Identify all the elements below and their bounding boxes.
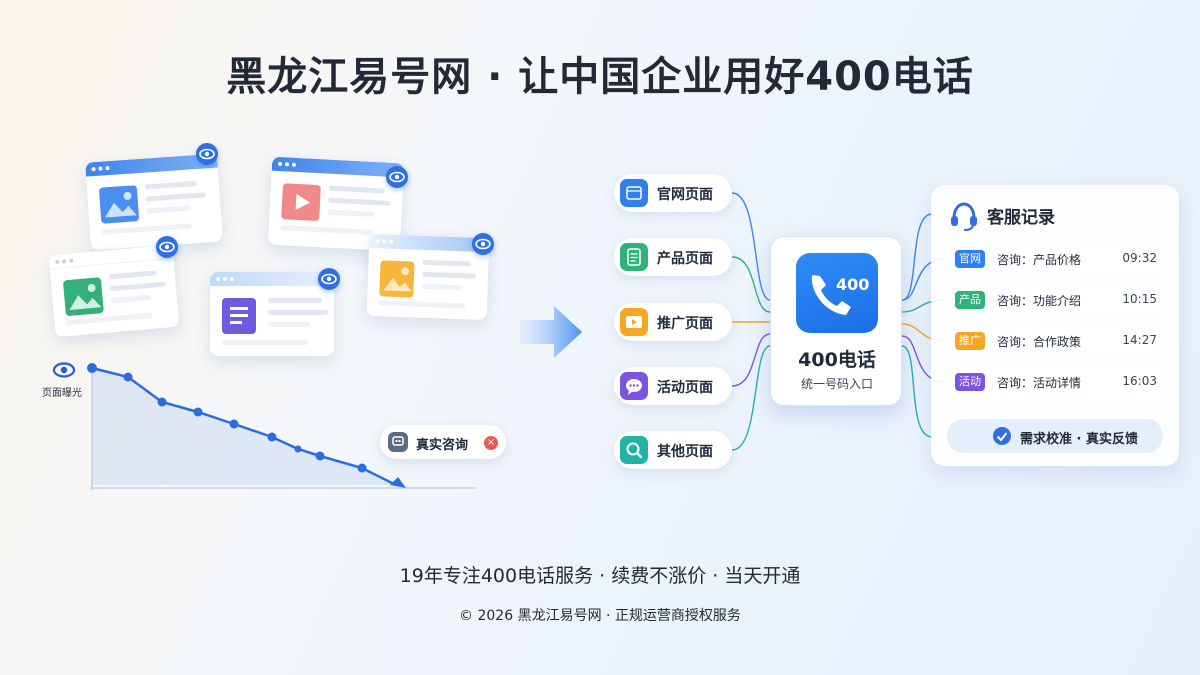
trend-line (91, 366, 397, 487)
trend-point (87, 363, 97, 373)
page-source-official: 官网页面 (614, 174, 732, 212)
page-source-product: 产品页面 (614, 238, 732, 276)
trend-point (193, 407, 203, 417)
browser-icon (620, 179, 648, 207)
eye-icon (196, 143, 218, 165)
record-time: 10:15 (1122, 292, 1157, 306)
trend-point (229, 419, 239, 429)
eye-icon (318, 268, 340, 290)
record-text: 咨询：活动详情 (997, 376, 1082, 390)
service-record-row: 推广 咨询：合作政策 14:27 (945, 324, 1165, 358)
record-time: 16:03 (1122, 374, 1157, 388)
image-icon (62, 277, 104, 317)
source-tag: 产品 (955, 291, 985, 309)
real-consult-label: 真实咨询 (416, 438, 469, 453)
trend-point (157, 397, 167, 407)
trend-point (294, 445, 302, 453)
page-window-document (210, 272, 334, 356)
service-record-row: 活动 咨询：活动详情 16:03 (945, 365, 1165, 399)
record-time: 09:32 (1122, 251, 1157, 265)
eye-icon (156, 236, 178, 258)
source-tag: 官网 (955, 250, 985, 268)
page-source-label: 活动页面 (657, 380, 713, 396)
trend-area (92, 368, 396, 485)
close-icon: × (484, 436, 498, 450)
eye-icon (472, 233, 494, 255)
page-source-label: 官网页面 (657, 187, 713, 203)
check-circle-icon (993, 427, 1011, 445)
service-records-panel: 客服记录 官网 咨询：产品价格 09:32 产品 咨询：功能介绍 10:15 推… (931, 185, 1179, 466)
arrow-right-icon (520, 306, 582, 358)
image-icon (379, 260, 415, 298)
eye-icon (386, 166, 408, 188)
page-source-event: 活动页面 (614, 367, 732, 405)
service-record-row: 产品 咨询：功能介绍 10:15 (945, 283, 1165, 317)
source-tag: 推广 (955, 332, 985, 350)
page-source-other: 其他页面 (614, 431, 732, 469)
hotline-400-card: 400 400电话 统一号码入口 (770, 236, 902, 406)
search-icon (620, 436, 648, 464)
eye-icon (52, 362, 76, 378)
page-source-label: 其他页面 (657, 444, 713, 460)
exposure-label: 页面曝光 (42, 388, 82, 399)
page-window-video (267, 156, 405, 252)
service-tagline: 19年专注400电话服务 · 续费不涨价 · 当天开通 (399, 565, 801, 587)
page-source-label: 推广页面 (657, 316, 713, 332)
page-source-promotion: 推广页面 (614, 303, 732, 341)
document-icon (620, 243, 648, 271)
phone-400-icon: 400 (796, 253, 878, 333)
record-time: 14:27 (1122, 333, 1157, 347)
record-text: 咨询：产品价格 (997, 253, 1082, 267)
trend-point (357, 463, 367, 473)
record-text: 咨询：功能介绍 (997, 294, 1082, 308)
source-tag: 活动 (955, 373, 985, 391)
message-icon (388, 432, 408, 452)
page-window-image-green (48, 244, 180, 338)
chat-icon (620, 372, 648, 400)
trend-arrowhead (390, 477, 406, 488)
calibration-badge: 需求校准 · 真实反馈 (947, 419, 1163, 453)
copyright-text: © 2026 黑龙江易号网 · 正规运营商授权服务 (459, 608, 741, 624)
image-icon (98, 185, 140, 224)
page-window-image (85, 153, 223, 251)
headset-icon (951, 202, 977, 231)
trend-point (315, 451, 325, 461)
record-text: 咨询：合作政策 (997, 335, 1082, 349)
exposure-trend-chart (52, 362, 476, 490)
hotline-title: 400电话 (798, 349, 876, 371)
calibration-label: 需求校准 · 真实反馈 (1020, 432, 1138, 447)
service-records-title: 客服记录 (987, 208, 1055, 228)
page-window-image-yellow (366, 233, 490, 321)
play-icon (281, 183, 321, 222)
real-consult-chip: 真实咨询 × (380, 425, 506, 459)
hotline-subtitle: 统一号码入口 (800, 377, 873, 391)
page-source-label: 产品页面 (657, 251, 713, 267)
page-title: 黑龙江易号网 · 让中国企业用好400电话 (226, 54, 974, 100)
trend-point (267, 432, 277, 442)
play-icon (620, 308, 648, 336)
document-icon (222, 298, 256, 334)
trend-point (123, 372, 133, 382)
hotline-badge: 400 (836, 275, 870, 294)
service-record-row: 官网 咨询：产品价格 09:32 (945, 242, 1165, 276)
